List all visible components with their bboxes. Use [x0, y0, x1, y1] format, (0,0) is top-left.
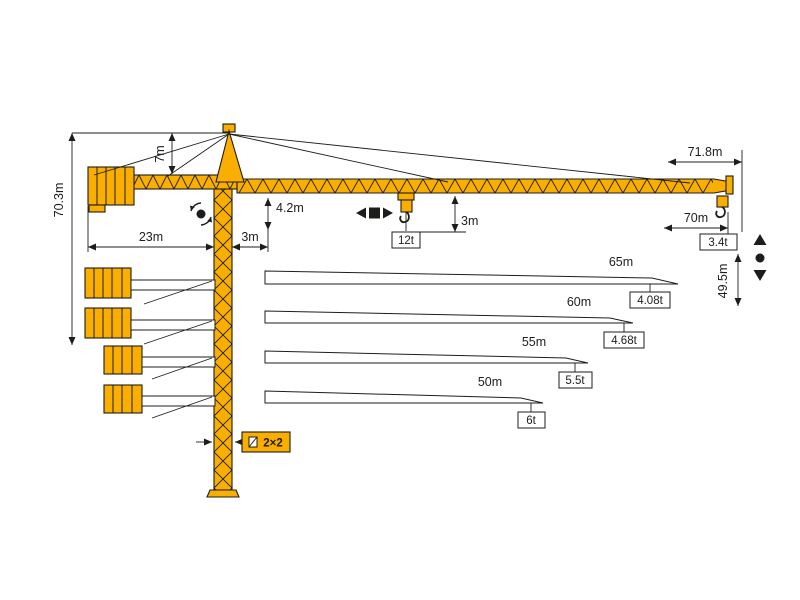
tip-hook-block: [716, 195, 729, 208]
jib-variant-load: 4.68t: [611, 335, 637, 347]
hoist-dot: [755, 253, 765, 263]
dimension-labels: 70.3m 7m 23m 3m 4.2m 3m 71.8m 70m 49.5m …: [52, 145, 738, 299]
pendant-line-rear-1: [93, 133, 230, 176]
jib-foot-depth-label: 4.2m: [276, 201, 304, 215]
overall-height-label: 70.3m: [52, 183, 66, 218]
jib-variant-60m: 60m 4.68t: [264, 295, 645, 349]
jib-variant-length: 60m: [567, 295, 591, 309]
ballast-slab-lines: [112, 385, 133, 413]
trolley-arrow-right: [383, 207, 393, 219]
slewing-icon: [189, 202, 213, 226]
jib-variant-length: 50m: [478, 375, 502, 389]
jib-variant-bar: [264, 390, 544, 404]
pendant-line-front-2: [228, 133, 691, 184]
trolley-arrow-left: [356, 207, 366, 219]
ballast-slab-lines: [93, 308, 123, 338]
jib-variant-load-box: [517, 411, 546, 429]
jib-tip-cap: [725, 175, 734, 195]
jib-variant-length: 65m: [609, 255, 633, 269]
tip-hook-icon: [715, 206, 726, 219]
counterweight-option-4: [103, 384, 216, 419]
slewing-dot: [196, 209, 206, 219]
counterweight-top-slabs: [96, 167, 126, 205]
ballast-tie: [143, 280, 213, 305]
ballast-slab-lines: [93, 268, 123, 298]
jib-variant-55m: 55m 5.5t: [264, 335, 593, 389]
slewing-arrow-left: [189, 202, 202, 212]
jib-variant-65m: 65m 4.08t: [264, 255, 679, 309]
ballast-slab-lines: [112, 346, 133, 374]
ballast-blocks: [84, 267, 132, 299]
mast-section-icon-diagonal: [248, 436, 258, 448]
hook-icon: [399, 211, 410, 224]
mast-base: [206, 489, 240, 498]
ballast-beam: [141, 356, 216, 368]
ballast-tie: [151, 396, 213, 419]
max-capacity-label: 12t: [398, 235, 415, 247]
jib-variant-bar: [264, 310, 634, 324]
jib-variant-load-box: [603, 331, 645, 349]
jib-variant-load-box: [629, 291, 671, 309]
max-capacity-box: [391, 231, 421, 249]
jib-variant-load-box: [558, 371, 593, 389]
counterweight-top: [87, 166, 135, 206]
trolley-square: [369, 207, 380, 219]
jib-variant-bar: [264, 350, 589, 364]
tower-mast-lattice: [214, 182, 232, 490]
hook-height-label: 49.5m: [716, 264, 730, 299]
jib-variant-load: 6t: [526, 415, 536, 427]
hoist-arrow-down: [753, 270, 767, 281]
crane-structure: [87, 123, 734, 498]
ballast-beam: [130, 319, 216, 331]
mast-section-label: 2×2: [263, 438, 283, 450]
trolley: [397, 192, 415, 201]
ballast-blocks: [103, 384, 143, 414]
main-jib-lattice: [239, 179, 713, 193]
tip-capacity-box: [699, 233, 738, 251]
max-radius-label: 71.8m: [688, 145, 723, 159]
jib-variant-load: 5.5t: [565, 375, 585, 387]
counterjib-radius-label: 23m: [139, 230, 163, 244]
jib-length-label: 70m: [684, 211, 708, 225]
rear-clearance-label: 3m: [241, 230, 258, 244]
counterweight-option-2: [84, 307, 216, 345]
ballast-blocks: [84, 307, 132, 339]
jib-variant-load: 4.08t: [637, 295, 663, 307]
pendant-line-front-1: [228, 133, 449, 183]
ballast-beam: [141, 395, 216, 407]
tip-capacity-label: 3.4t: [708, 237, 728, 249]
ballast-beam: [130, 279, 216, 291]
counterweight-option-3: [103, 345, 216, 380]
trolley-travel-icon: [356, 207, 393, 219]
ballast-blocks: [103, 345, 143, 375]
slewing-arrow-right: [200, 216, 213, 226]
tower-head: [215, 128, 245, 183]
hook-block: [400, 199, 413, 213]
jib-variant-length: 55m: [522, 335, 546, 349]
jib-variant-bar: [264, 270, 679, 285]
hoist-arrow-up: [753, 234, 767, 245]
mast-section-callout: 2×2: [196, 431, 291, 453]
jib-variant-50m: 50m 6t: [264, 375, 546, 429]
ballast-tie: [143, 320, 213, 345]
ballast-tie: [151, 357, 213, 380]
tower-head-height-label: 7m: [153, 145, 167, 162]
counterweight-top-tab: [88, 204, 106, 213]
counterweight-option-1: [84, 267, 216, 305]
hook-offset-label: 3m: [461, 214, 478, 228]
pendant-line-rear-2: [167, 133, 230, 177]
hoist-icon: [753, 234, 767, 281]
